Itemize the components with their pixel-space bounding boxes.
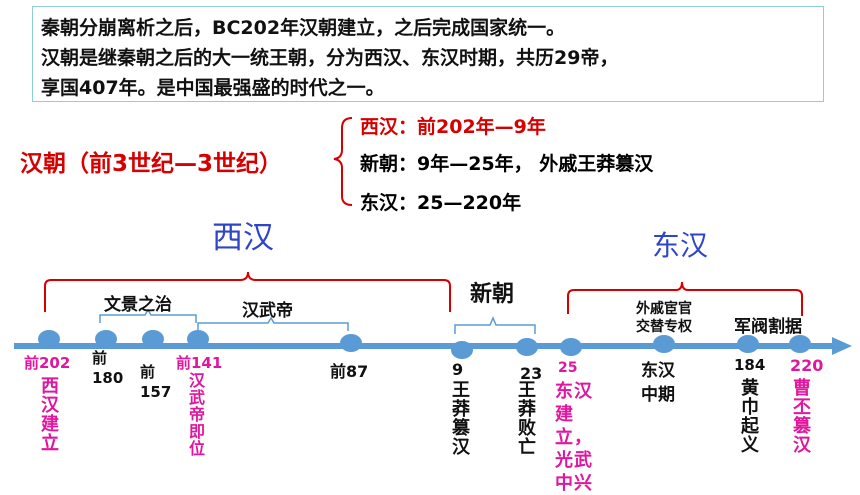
year-141bc: 前141 bbox=[176, 354, 223, 372]
event-donghan-jianli: 东汉建立，光武中兴 bbox=[555, 381, 593, 494]
event-huangjin: 黄巾起义 bbox=[738, 378, 759, 454]
year-87bc: 前87 bbox=[330, 362, 369, 381]
event-donghan-zhongqi-2: 中期 bbox=[641, 385, 675, 405]
intro-line-2: 汉朝是继秦朝之后的大一统王朝，分为西汉、东汉时期，共历29帝， bbox=[41, 47, 619, 69]
dynasty-sub-donghan: 东汉：25—220年 bbox=[360, 188, 521, 215]
timeline-graphics bbox=[14, 117, 852, 359]
intro-line-3: 享国407年。是中国最强盛的时代之一。 bbox=[41, 77, 385, 99]
node-87bc bbox=[340, 334, 362, 352]
dynasty-sub-xinchao: 新朝：9年—25年， 外戚王莽篡汉 bbox=[360, 149, 653, 176]
node-mid-donghan bbox=[653, 335, 675, 353]
label-waiqi-1: 外戚宦官 bbox=[636, 301, 692, 317]
dynasty-brace bbox=[333, 117, 353, 206]
dynasty-sub-xihan: 西汉：前202年—9年 bbox=[360, 112, 546, 139]
event-cao-pi: 曹丕篡汉 bbox=[790, 378, 811, 454]
donghan-bracket bbox=[567, 281, 803, 316]
event-wangmang-cuanhan: 王莽篡汉 bbox=[449, 380, 470, 456]
node-220ad bbox=[789, 335, 811, 353]
node-157bc bbox=[142, 330, 164, 348]
label-junfa: 军阀割据 bbox=[734, 317, 802, 337]
timeline-arrow-head bbox=[832, 337, 852, 355]
wenjing-bracket bbox=[99, 308, 197, 323]
year-220ad: 220 bbox=[790, 356, 824, 375]
year-157bc: 前 157 bbox=[140, 363, 172, 401]
xinchao-bracket bbox=[454, 316, 536, 334]
year-9ad: 9 bbox=[452, 360, 464, 379]
sub-donghan-text: 东汉：25—220年 bbox=[360, 192, 522, 214]
year-180bc: 前 180 bbox=[92, 349, 124, 387]
hanwudi-bracket bbox=[197, 316, 349, 331]
year-184ad: 184 bbox=[734, 356, 766, 374]
label-donghan: 东汉 bbox=[652, 229, 709, 262]
label-waiqi-2: 交替专权 bbox=[636, 319, 692, 335]
event-xihan-jianli: 西汉建立 bbox=[38, 376, 59, 452]
event-wudi-jiwei: 汉武帝即位 bbox=[186, 372, 205, 457]
dynasty-title: 汉朝（前3世纪—3世纪） bbox=[20, 151, 283, 177]
sub-xinchao-text: 新朝：9年—25年， 外戚王莽篡汉 bbox=[360, 153, 654, 175]
year-202bc: 前202 bbox=[24, 354, 71, 372]
year-23ad: 23 bbox=[520, 364, 543, 383]
label-hanwudi: 汉武帝 bbox=[242, 301, 293, 321]
label-wenjing: 文景之治 bbox=[104, 295, 172, 315]
node-9ad bbox=[451, 341, 473, 359]
xihan-bracket bbox=[44, 271, 451, 312]
node-180bc bbox=[95, 330, 117, 348]
node-25ad bbox=[560, 338, 582, 356]
label-xihan: 西汉 bbox=[212, 220, 274, 256]
intro-line-1: 秦朝分崩离析之后，BC202年汉朝建立，之后完成国家统一。 bbox=[41, 17, 566, 39]
node-23ad bbox=[516, 338, 538, 356]
intro-box: 秦朝分崩离析之后，BC202年汉朝建立，之后完成国家统一。 汉朝是继秦朝之后的大… bbox=[32, 6, 824, 102]
sub-xihan-text: 西汉：前202年—9年 bbox=[360, 116, 546, 138]
node-141bc bbox=[187, 330, 209, 348]
year-25ad: 25 bbox=[558, 360, 578, 376]
label-xinchao: 新朝 bbox=[470, 282, 515, 307]
node-184ad bbox=[737, 335, 759, 353]
event-wangmang-baiwang: 王莽败亡 bbox=[515, 380, 536, 456]
event-donghan-zhongqi-1: 东汉 bbox=[641, 361, 675, 381]
node-202bc bbox=[38, 330, 60, 348]
